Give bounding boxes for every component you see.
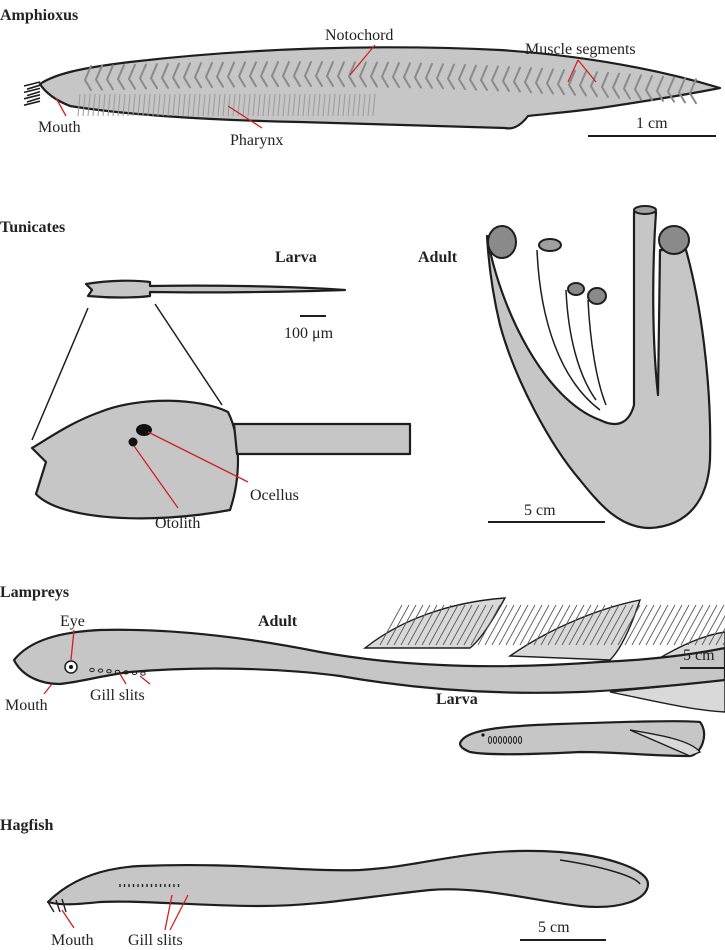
lampreys-title: Lampreys <box>0 584 69 601</box>
label-mouth-hagfish: Mouth <box>51 932 94 949</box>
label-ocellus: Ocellus <box>250 487 299 504</box>
otolith-spot <box>129 438 138 447</box>
zoom-line-right <box>155 304 222 405</box>
amphioxus-title: Amphioxus <box>0 7 78 24</box>
fin-hatch-line <box>660 605 682 645</box>
oral-cirrus <box>24 101 40 105</box>
larva-eye <box>481 733 484 736</box>
siphon-3 <box>568 283 584 295</box>
siphon-1 <box>488 226 516 258</box>
amphioxus-scale-label: 1 cm <box>636 115 668 132</box>
fin-hatch-line <box>513 605 535 645</box>
siphon-6 <box>659 226 689 254</box>
hagfish-body <box>48 851 648 907</box>
gill-slit <box>141 672 145 675</box>
tunicates-panel: Tunicates Larva 100 μm Ocellus Otolith A… <box>0 206 710 532</box>
fin-hatch-line <box>653 605 675 645</box>
amphioxus-oral-cirri <box>24 82 40 105</box>
label-gill-slits-lamprey: Gill slits <box>90 687 145 704</box>
ocellus-spot <box>136 424 152 436</box>
label-gill-slits-hagfish: Gill slits <box>128 932 183 949</box>
tunicate-adult-body <box>487 212 710 528</box>
hagfish-scale-label: 5 cm <box>538 919 570 936</box>
siphon-2 <box>539 239 561 251</box>
label-otolith: Otolith <box>155 515 200 532</box>
label-mouth-amphioxus: Mouth <box>38 119 81 136</box>
hagfish-panel: Hagfish Mouth Gill slits 5 cm <box>0 817 648 949</box>
lampreys-panel: Lampreys Adult Eye Mouth Gill slits 5 cm… <box>0 584 725 756</box>
gill-slit <box>132 671 136 674</box>
adult-scale-label: 5 cm <box>524 502 556 519</box>
tunicate-larva-title: Larva <box>275 249 317 266</box>
tunicate-adult-title: Adult <box>418 249 458 266</box>
siphon-4 <box>588 288 606 304</box>
fin-hatch-line <box>506 605 528 645</box>
amphioxus-body <box>40 47 720 128</box>
fin-hatch-line <box>646 605 668 645</box>
siphon-5 <box>634 206 656 214</box>
tunicate-larva-tail <box>234 424 410 454</box>
label-pharynx: Pharynx <box>230 132 283 149</box>
label-mouth-lamprey: Mouth <box>5 697 48 714</box>
tunicate-adult-inner-3 <box>588 300 606 405</box>
hagfish-title: Hagfish <box>0 817 53 834</box>
lamprey-adult-title: Adult <box>258 613 298 630</box>
tunicate-larva-small <box>86 281 345 298</box>
tunicates-title: Tunicates <box>0 219 65 236</box>
pointer-mouth-hagfish <box>62 910 74 928</box>
fin-hatch-line <box>499 605 521 645</box>
pointer-mouth-lamprey <box>44 684 52 694</box>
pointer-gill-2 <box>140 676 150 684</box>
label-notochord: Notochord <box>325 27 393 44</box>
label-muscle-segments: Muscle segments <box>525 41 636 58</box>
pointer-gill-1 <box>120 674 126 684</box>
larva-scale-label: 100 μm <box>284 325 334 342</box>
label-eye: Eye <box>60 613 85 630</box>
amphioxus-panel: Amphioxus Notochord Muscle segments Mout… <box>0 7 720 149</box>
lamprey-scale-label: 5 cm <box>683 647 715 664</box>
fin-hatch-line <box>667 605 689 645</box>
tunicate-larva-enlarged <box>32 401 238 519</box>
fin-hatch-line <box>674 605 696 645</box>
fin-hatch-line <box>639 605 661 645</box>
lamprey-pupil <box>69 665 73 669</box>
lamprey-dorsal-fin-1 <box>365 598 505 648</box>
lamprey-larva-title: Larva <box>436 691 478 708</box>
